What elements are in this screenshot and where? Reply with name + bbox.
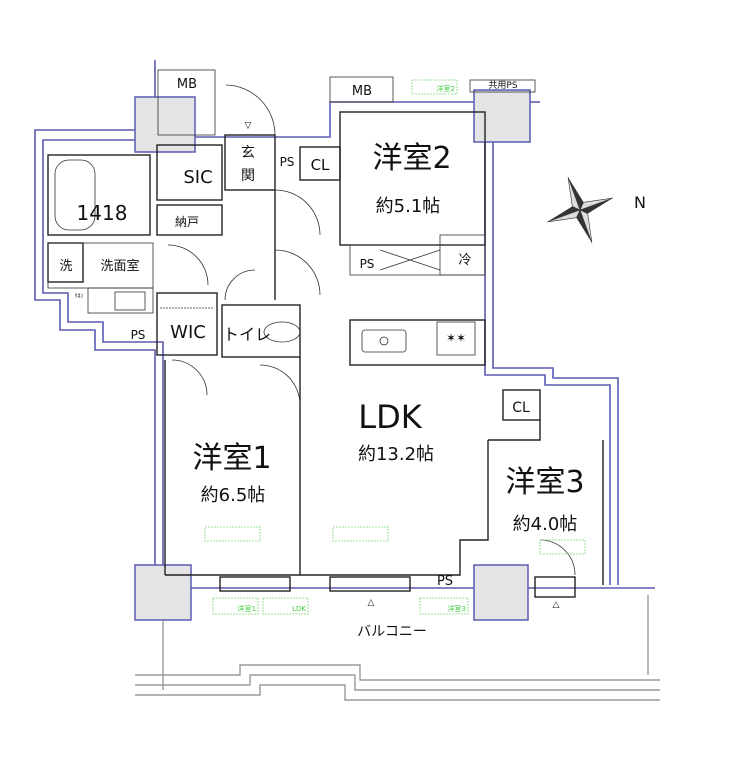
storage-label: 納戸 (175, 215, 199, 229)
room-name-western2: 洋室2 (372, 141, 451, 176)
column (134, 96, 196, 153)
entrance-label: 関 (241, 168, 255, 184)
balcony-label: バルコニー (357, 624, 427, 640)
wic-label: WIC (170, 322, 206, 343)
ac-tag-western3: 洋室3 (448, 604, 466, 613)
closet-label: CL (512, 400, 530, 416)
column (473, 89, 531, 143)
washer-label: 洗 (59, 259, 72, 274)
entry-marker-icon: ▽ (245, 121, 252, 131)
ac-tag-western1: 洋室1 (238, 604, 256, 613)
entry-marker-icon: △ (368, 598, 375, 608)
ps-label: PS (437, 574, 453, 589)
fridge-label: 冷 (458, 253, 471, 268)
room-size-western3: 約4.0帖 (513, 514, 578, 535)
shared-ps-label: 共用PS (488, 80, 517, 91)
ps-label: PS (360, 257, 375, 271)
compass-icon (547, 177, 613, 243)
room-size-western2: 約5.1帖 (376, 196, 441, 217)
column (134, 564, 192, 621)
bath-label: 1418 (77, 201, 128, 225)
ps-label: PS (131, 328, 146, 342)
svg-text:✶✶: ✶✶ (446, 331, 466, 345)
mb-label: MB (177, 77, 197, 92)
column (473, 564, 529, 621)
room-size-ldk: 約13.2帖 (358, 444, 434, 465)
balcony-rail (135, 595, 660, 701)
north-label: N (634, 193, 646, 212)
washroom-label: 洗面室 (100, 258, 139, 274)
entrance-label: 玄 (241, 144, 255, 161)
toilet-label: トイレ (223, 325, 271, 344)
ps-label: PS (280, 155, 295, 169)
sic-label: SIC (183, 167, 212, 188)
linen-label: ﾘﾈﾝ (74, 293, 83, 300)
mb-label: MB (352, 84, 372, 99)
entry-marker-icon: △ (553, 600, 560, 610)
exterior-wall (34, 60, 655, 589)
room-name-western3: 洋室3 (505, 465, 584, 500)
room-name-ldk: LDK (358, 398, 422, 436)
ac-tag-ldk: LDK (292, 605, 306, 613)
ac-tag-western2: 洋室2 (437, 84, 455, 93)
closet-label: CL (311, 156, 330, 174)
interior-walls: ✶✶ (47, 69, 604, 598)
room-name-western1: 洋室1 (192, 441, 271, 476)
room-size-western1: 約6.5帖 (201, 485, 266, 506)
doors (167, 84, 576, 576)
